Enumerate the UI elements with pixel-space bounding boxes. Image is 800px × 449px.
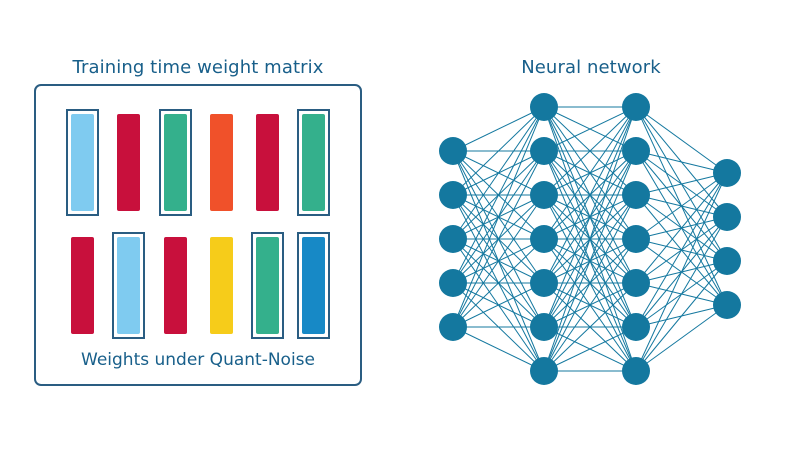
weight-2-4 bbox=[209, 237, 233, 334]
node-layer4-3 bbox=[713, 247, 741, 275]
edge-l2-6-1 bbox=[543, 106, 637, 328]
weight-1-2 bbox=[116, 114, 140, 211]
node-layer3-2 bbox=[622, 137, 650, 165]
weight-bar bbox=[301, 237, 325, 334]
edge-l1-5-4 bbox=[452, 238, 545, 328]
edge-l1-5-7 bbox=[452, 326, 545, 372]
node-layer4-4 bbox=[713, 291, 741, 319]
network-title: Neural network bbox=[521, 57, 661, 78]
edge-l3-7-3 bbox=[635, 260, 728, 372]
edge-l3-7-1 bbox=[635, 172, 728, 372]
edge-l1-1-1 bbox=[452, 106, 545, 152]
weight-1-4 bbox=[209, 114, 233, 211]
edge-l3-1-1 bbox=[635, 106, 728, 174]
network-nodes bbox=[439, 93, 741, 385]
edge-l1-5-2 bbox=[452, 150, 545, 328]
node-layer4-2 bbox=[713, 203, 741, 231]
node-layer3-5 bbox=[622, 269, 650, 297]
weight-bar bbox=[163, 114, 187, 211]
weight-bar bbox=[116, 237, 140, 334]
edge-l2-7-5 bbox=[543, 282, 637, 372]
edge-l2-7-6 bbox=[543, 326, 637, 372]
node-layer3-6 bbox=[622, 313, 650, 341]
weight-1-3 bbox=[158, 109, 192, 216]
weight-bar bbox=[70, 114, 94, 211]
weight-1-5 bbox=[255, 114, 279, 211]
edge-l2-5-1 bbox=[543, 106, 637, 284]
edge-l3-7-4 bbox=[635, 304, 728, 372]
matrix-footer: Weights under Quant-Noise bbox=[81, 350, 315, 370]
node-layer3-4 bbox=[622, 225, 650, 253]
node-layer3-7 bbox=[622, 357, 650, 385]
edge-l2-7-3 bbox=[543, 194, 637, 372]
matrix-title: Training time weight matrix bbox=[72, 57, 324, 78]
node-layer2-3 bbox=[530, 181, 558, 209]
node-layer2-4 bbox=[530, 225, 558, 253]
weight-2-3 bbox=[163, 237, 187, 334]
weight-2-1 bbox=[70, 237, 94, 334]
node-layer2-1 bbox=[530, 93, 558, 121]
node-layer3-3 bbox=[622, 181, 650, 209]
edge-l3-3-1 bbox=[635, 172, 728, 196]
edge-l3-6-1 bbox=[635, 172, 728, 328]
node-layer1-3 bbox=[439, 225, 467, 253]
edge-l1-4-1 bbox=[452, 106, 545, 284]
weight-bar bbox=[255, 237, 279, 334]
edge-l2-7-2 bbox=[543, 150, 637, 372]
edge-l2-7-4 bbox=[543, 238, 637, 372]
edge-l1-5-5 bbox=[452, 282, 545, 328]
weight-bar bbox=[255, 114, 279, 211]
weight-2-2 bbox=[111, 232, 145, 339]
node-layer1-2 bbox=[439, 181, 467, 209]
edge-l3-5-1 bbox=[635, 172, 728, 284]
weight-bar bbox=[70, 237, 94, 334]
weight-1-6 bbox=[296, 109, 330, 216]
edge-l2-3-1 bbox=[543, 106, 637, 196]
node-layer2-6 bbox=[530, 313, 558, 341]
edge-l3-2-1 bbox=[635, 150, 728, 174]
edge-l1-5-1 bbox=[452, 106, 545, 328]
edge-l1-2-1 bbox=[452, 106, 545, 196]
node-layer2-2 bbox=[530, 137, 558, 165]
edge-l2-7-1 bbox=[543, 106, 637, 372]
node-layer2-7 bbox=[530, 357, 558, 385]
weight-bar bbox=[301, 114, 325, 211]
weight-2-6 bbox=[296, 232, 330, 339]
weight-bar bbox=[116, 114, 140, 211]
node-layer1-1 bbox=[439, 137, 467, 165]
weight-bar bbox=[209, 237, 233, 334]
edge-l2-2-1 bbox=[543, 106, 637, 152]
edge-l3-7-2 bbox=[635, 216, 728, 372]
weight-2-5 bbox=[250, 232, 284, 339]
weight-bar bbox=[209, 114, 233, 211]
node-layer1-5 bbox=[439, 313, 467, 341]
edge-l1-5-3 bbox=[452, 194, 545, 328]
edge-l1-3-1 bbox=[452, 106, 545, 240]
edge-l2-4-1 bbox=[543, 106, 637, 240]
node-layer4-1 bbox=[713, 159, 741, 187]
network-edges bbox=[452, 106, 728, 372]
edge-l3-4-1 bbox=[635, 172, 728, 240]
node-layer1-4 bbox=[439, 269, 467, 297]
weight-1-1 bbox=[65, 109, 99, 216]
node-layer3-1 bbox=[622, 93, 650, 121]
node-layer2-5 bbox=[530, 269, 558, 297]
weight-matrix-panel bbox=[34, 84, 362, 386]
weight-bar bbox=[163, 237, 187, 334]
